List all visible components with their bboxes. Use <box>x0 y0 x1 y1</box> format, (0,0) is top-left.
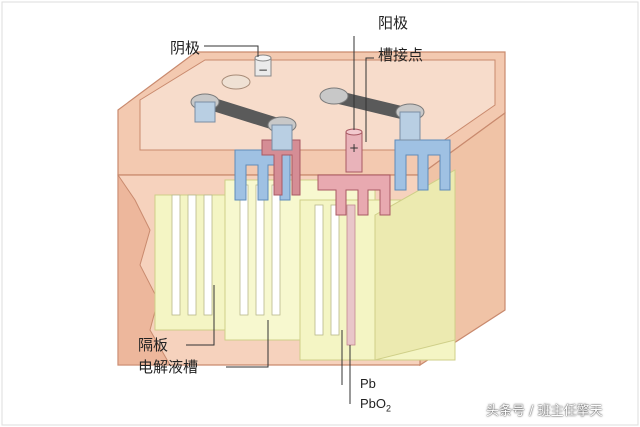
cathode-label: 阴极 <box>170 39 201 57</box>
separator-leader <box>186 285 215 346</box>
pbo2-label: PbO2 <box>360 396 391 414</box>
watermark: 头条号 / 班主任擎天 <box>486 404 603 419</box>
pbo2-base: PbO <box>360 396 387 411</box>
anode-label: 阳极 <box>378 14 409 32</box>
contact-leader <box>365 57 374 142</box>
negative-sign: − <box>258 63 268 77</box>
cathode-leader <box>204 45 259 57</box>
pbo2-subscript: 2 <box>386 403 392 414</box>
separator-label: 隔板 <box>138 336 169 354</box>
pb-label: Pb <box>360 376 376 391</box>
positive-plate-grids <box>261 139 391 216</box>
inter-cell-connectors <box>200 90 410 132</box>
anode-contact-label: 槽接点 <box>378 46 424 64</box>
electrolyte-tank-label: 电解液槽 <box>138 358 199 376</box>
plates-right-cell <box>314 204 356 346</box>
leader-lines <box>186 36 374 404</box>
positive-sign: + <box>349 141 359 155</box>
tank-leader <box>226 320 269 368</box>
terminal-posts <box>190 54 425 173</box>
